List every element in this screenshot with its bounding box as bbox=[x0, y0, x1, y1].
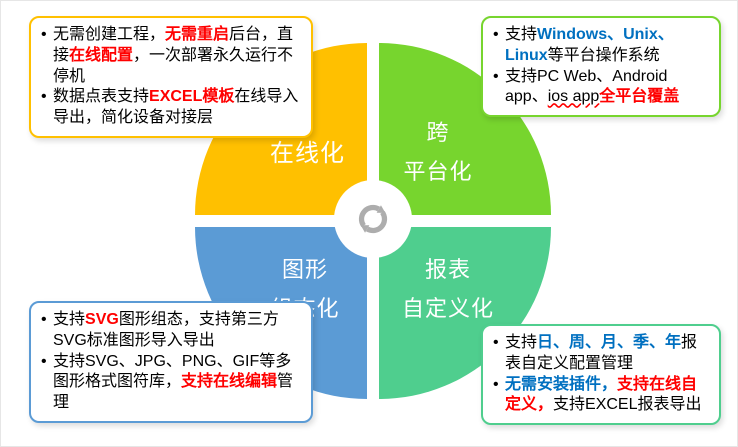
text-segment: ，一次部署永久运行不停机 bbox=[53, 46, 294, 85]
sync-icon bbox=[358, 204, 388, 234]
quadrant-online-label: 在线化 bbox=[235, 139, 380, 169]
text-segment: 等平台操作系统 bbox=[547, 46, 660, 64]
text-segment: 后台，直接 bbox=[53, 26, 294, 64]
text-segment: 支持EXCEL报表导出 bbox=[553, 396, 702, 414]
text-segment: 报表自定义配置管理 bbox=[505, 334, 698, 372]
bullet-item: 支持SVG、JPG、PNG、GIF等多图形格式图符库，支持在线编辑管理 bbox=[40, 352, 302, 414]
text-segment: EXCEL模板 bbox=[149, 88, 235, 106]
text-segment: 图形组态，支持第三方SVG标准图形导入导出 bbox=[53, 311, 279, 349]
callout-graphic-config-list: 支持SVG图形组态，支持第三方SVG标准图形导入导出支持SVG、JPG、PNG、… bbox=[40, 310, 302, 414]
text-segment: 在线配置 bbox=[69, 46, 134, 64]
text-segment: 支持PC Web、Android app、 bbox=[505, 67, 668, 106]
label-line: 在线化 bbox=[270, 140, 345, 167]
bullet-item: 支持Windows、Unix、Linux等平台操作系统 bbox=[492, 25, 710, 67]
bullet-item: 无需安装插件，支持在线自定义，支持EXCEL报表导出 bbox=[492, 375, 710, 417]
center-badge bbox=[334, 180, 412, 258]
text-segment: 数据点表支持 bbox=[53, 88, 150, 106]
label-line: 跨 bbox=[426, 120, 450, 145]
text-segment: 在线导入导出，简化设备对接层 bbox=[53, 88, 299, 127]
callout-report-custom-list: 支持日、周、月、季、年报表自定义配置管理无需安装插件，支持在线自定义，支持EXC… bbox=[492, 333, 710, 416]
text-segment: 无需重启 bbox=[165, 26, 230, 43]
text-segment: 支持在线自定义， bbox=[505, 375, 698, 414]
bullet-item: 数据点表支持EXCEL模板在线导入导出，简化设备对接层 bbox=[40, 87, 302, 129]
label-line: 平台化 bbox=[403, 159, 473, 184]
bullet-item: 支持PC Web、Android app、ios app全平台覆盖 bbox=[492, 67, 710, 109]
bullet-item: 支持日、周、月、季、年报表自定义配置管理 bbox=[492, 333, 710, 375]
quadrant-report-custom-label: 报表 自定义化 bbox=[383, 250, 513, 328]
text-segment: 管理 bbox=[53, 373, 294, 412]
text-segment: 全平台覆盖 bbox=[599, 88, 680, 106]
text-segment: SVG bbox=[85, 311, 119, 328]
label-line: 自定义化 bbox=[401, 296, 494, 321]
callout-report-custom: 支持日、周、月、季、年报表自定义配置管理无需安装插件，支持在线自定义，支持EXC… bbox=[481, 324, 721, 426]
text-segment: 无需创建工程， bbox=[53, 26, 166, 43]
callout-online: 无需创建工程，无需重启后台，直接在线配置，一次部署永久运行不停机数据点表支持EX… bbox=[29, 16, 313, 138]
label-line: 报表 bbox=[424, 257, 471, 282]
text-segment: 支持SVG、JPG、PNG、GIF等多图形格式图符库， bbox=[53, 352, 292, 391]
quadrant-cross-platform-label: 跨 平台化 bbox=[373, 113, 503, 191]
text-segment: 支持 bbox=[505, 334, 538, 351]
text-segment: 无需安装插件， bbox=[505, 375, 618, 393]
text-segment: 支持 bbox=[505, 26, 538, 43]
callout-online-list: 无需创建工程，无需重启后台，直接在线配置，一次部署永久运行不停机数据点表支持EX… bbox=[40, 25, 302, 129]
text-segment: 支持在线编辑 bbox=[181, 373, 278, 391]
callout-graphic-config: 支持SVG图形组态，支持第三方SVG标准图形导入导出支持SVG、JPG、PNG、… bbox=[29, 301, 313, 423]
text-segment: 日、周、月、季、年 bbox=[537, 334, 682, 351]
callout-cross-platform: 支持Windows、Unix、Linux等平台操作系统支持PC Web、Andr… bbox=[481, 16, 721, 118]
bullet-item: 支持SVG图形组态，支持第三方SVG标准图形导入导出 bbox=[40, 310, 302, 352]
bullet-item: 无需创建工程，无需重启后台，直接在线配置，一次部署永久运行不停机 bbox=[40, 25, 302, 87]
text-segment: 支持 bbox=[53, 311, 86, 328]
text-segment: ios app bbox=[547, 88, 600, 106]
callout-cross-platform-list: 支持Windows、Unix、Linux等平台操作系统支持PC Web、Andr… bbox=[492, 25, 710, 108]
text-segment: Windows、Unix、Linux bbox=[505, 26, 674, 64]
label-line: 图形 bbox=[281, 257, 328, 282]
